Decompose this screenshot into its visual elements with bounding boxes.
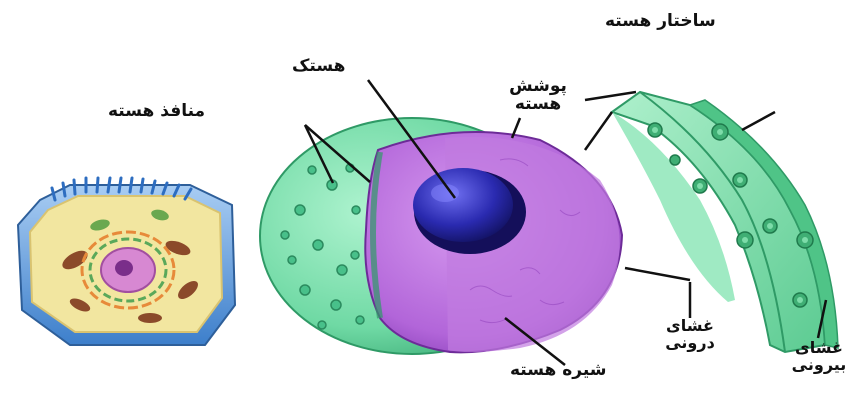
- label-outer-membrane: غشای بیرونی: [780, 340, 858, 374]
- label-nuclear-pores: منافذ هسته: [108, 103, 205, 121]
- diagram-title: ساختار هسته: [605, 13, 716, 31]
- label-nucleoplasm: شیره هسته: [510, 362, 607, 380]
- label-nuclear-envelope: پوشش هسته: [492, 78, 584, 114]
- nucleus-cutaway: [260, 118, 622, 354]
- nuclear-envelope-slab: [612, 92, 838, 352]
- label-inner-membrane: غشای درونی: [660, 318, 720, 352]
- animal-cell-illustration: [18, 178, 235, 345]
- label-nucleolus: هستک: [292, 58, 345, 76]
